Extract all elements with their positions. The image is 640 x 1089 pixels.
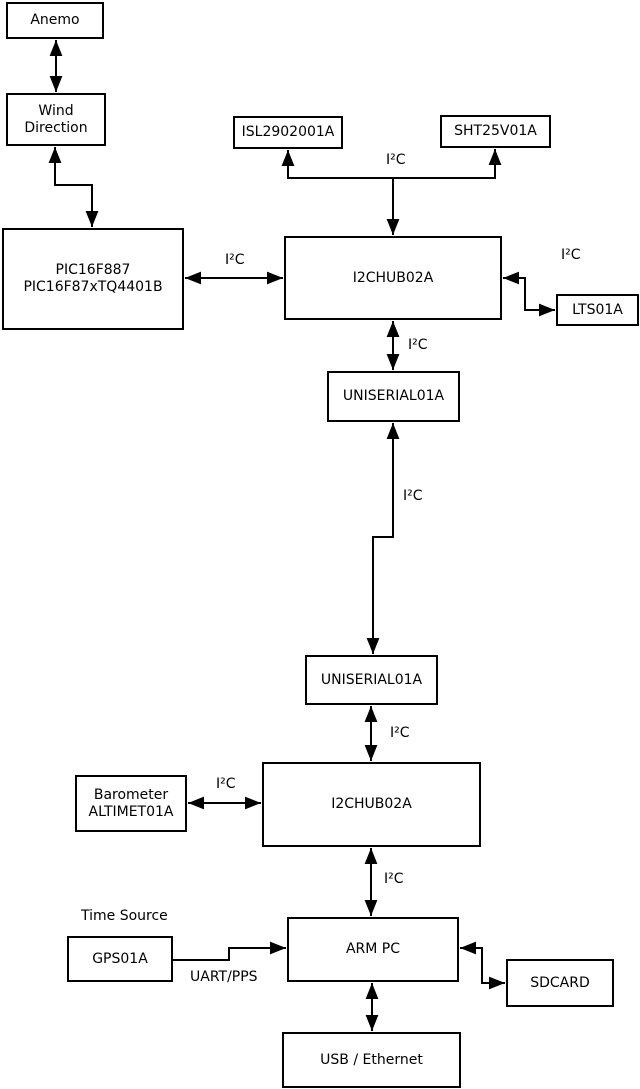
node-pic16f887-label-line2: PIC16F87xTQ4401B — [23, 279, 163, 295]
node-barometer-altimet01a: Barometer ALTIMET01A — [75, 775, 187, 832]
node-anemo: Anemo — [6, 2, 104, 39]
node-wind-direction-label-line1: Wind — [38, 102, 74, 119]
node-pic16f887-label-line1: PIC16F887 — [55, 262, 131, 278]
node-i2chub02a-top: I2CHUB02A — [284, 236, 502, 320]
node-i2chub02a-top-label: I2CHUB02A — [352, 269, 434, 286]
edge-i2chub-top-lts — [503, 271, 555, 317]
node-pic16f887: PIC16F887 PIC16F87xTQ4401B — [2, 228, 184, 330]
edge-gps-armpc — [173, 941, 286, 961]
edge-uniserial-top-uniserial-bottom — [366, 423, 400, 654]
edge-label-i2c-uniserial-hub2: I²C — [390, 725, 410, 741]
edge-label-i2c-hub-lts: I²C — [561, 247, 581, 263]
node-anemo-label: Anemo — [30, 12, 80, 28]
node-wind-direction: Wind Direction — [6, 93, 106, 146]
edge-armpc-sdcard — [460, 941, 505, 990]
node-isl2902001a: ISL2902001A — [233, 116, 343, 149]
edge-label-uart-pps: UART/PPS — [190, 969, 258, 985]
edge-label-i2c-barometer-hub2: I²C — [216, 776, 236, 792]
node-usb-ethernet: USB / Ethernet — [282, 1032, 461, 1088]
edge-label-i2c-uniserial-link: I²C — [403, 488, 423, 504]
node-sht25v01a: SHT25V01A — [440, 115, 551, 148]
node-lts01a: LTS01A — [556, 294, 639, 326]
node-barometer-label-line1: Barometer — [93, 786, 169, 803]
edge-label-i2c-hub-uniserial: I²C — [408, 337, 428, 353]
edge-label-i2c-hub2-armpc: I²C — [384, 871, 404, 887]
node-uniserial01a-top: UNISERIAL01A — [327, 371, 460, 422]
node-arm-pc: ARM PC — [287, 917, 459, 982]
node-i2chub02a-bottom-label: I2CHUB02A — [331, 796, 412, 812]
node-usb-ethernet-label: USB / Ethernet — [320, 1051, 423, 1068]
node-lts01a-label: LTS01A — [572, 301, 623, 318]
edge-label-time-source: Time Source — [81, 908, 168, 924]
node-gps01a: GPS01A — [67, 936, 173, 982]
node-uniserial01a-bottom-label: UNISERIAL01A — [320, 671, 423, 688]
edge-isl-sht-branch — [281, 149, 502, 179]
edge-wind-direction-pic — [48, 147, 99, 227]
node-barometer-label-line2: ALTIMET01A — [88, 803, 174, 820]
node-isl2902001a-label: ISL2902001A — [241, 124, 335, 140]
node-gps01a-label: GPS01A — [92, 950, 148, 967]
node-i2chub02a-bottom: I2CHUB02A — [262, 762, 481, 847]
node-uniserial01a-bottom: UNISERIAL01A — [305, 655, 438, 705]
node-sht25v01a-label: SHT25V01A — [454, 123, 537, 139]
edge-label-i2c-pic-hub: I²C — [225, 252, 245, 268]
node-wind-direction-label-line2: Direction — [24, 119, 88, 136]
node-sdcard-label: SDCARD — [530, 974, 590, 991]
node-arm-pc-label: ARM PC — [345, 941, 401, 957]
edge-label-i2c-sensor-branch: I²C — [386, 152, 406, 168]
node-uniserial01a-top-label: UNISERIAL01A — [342, 388, 445, 404]
node-sdcard: SDCARD — [506, 959, 614, 1007]
